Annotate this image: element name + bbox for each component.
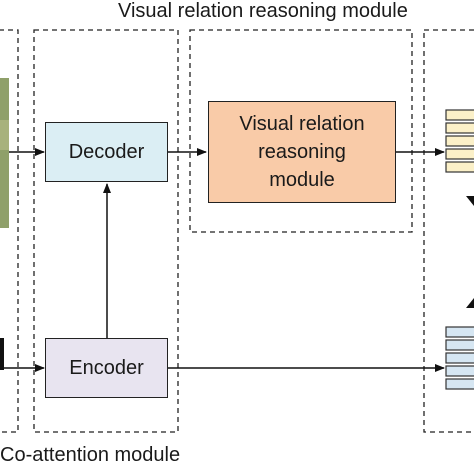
input-text-bar [0, 338, 4, 370]
vrr-module-title: Visual relation reasoning module [118, 0, 408, 22]
vrr-box: Visual relation reasoning module [208, 101, 396, 203]
encoder-box: Encoder [45, 338, 168, 398]
vrr-label-line1: Visual relation [239, 113, 365, 135]
input-image [0, 78, 9, 228]
decoder-box: Decoder [45, 122, 168, 182]
encoder-label: Encoder [69, 356, 144, 379]
decoder-label: Decoder [68, 140, 145, 163]
left-partial-frame [0, 29, 19, 433]
feature-stack-bottom [445, 326, 474, 390]
vrr-module-frame [189, 29, 413, 233]
co-attention-title: Co-attention module [0, 444, 181, 466]
right-partial-frame [423, 29, 474, 433]
co-attention-frame [33, 29, 179, 433]
vrr-label-line2: reasoning [258, 141, 346, 163]
feature-stack-top [445, 109, 474, 173]
input-image-band [0, 120, 9, 150]
arrowhead-down-fragment [466, 196, 474, 206]
vrr-label-line3: module [269, 169, 335, 191]
arrowhead-up-fragment [466, 298, 474, 308]
